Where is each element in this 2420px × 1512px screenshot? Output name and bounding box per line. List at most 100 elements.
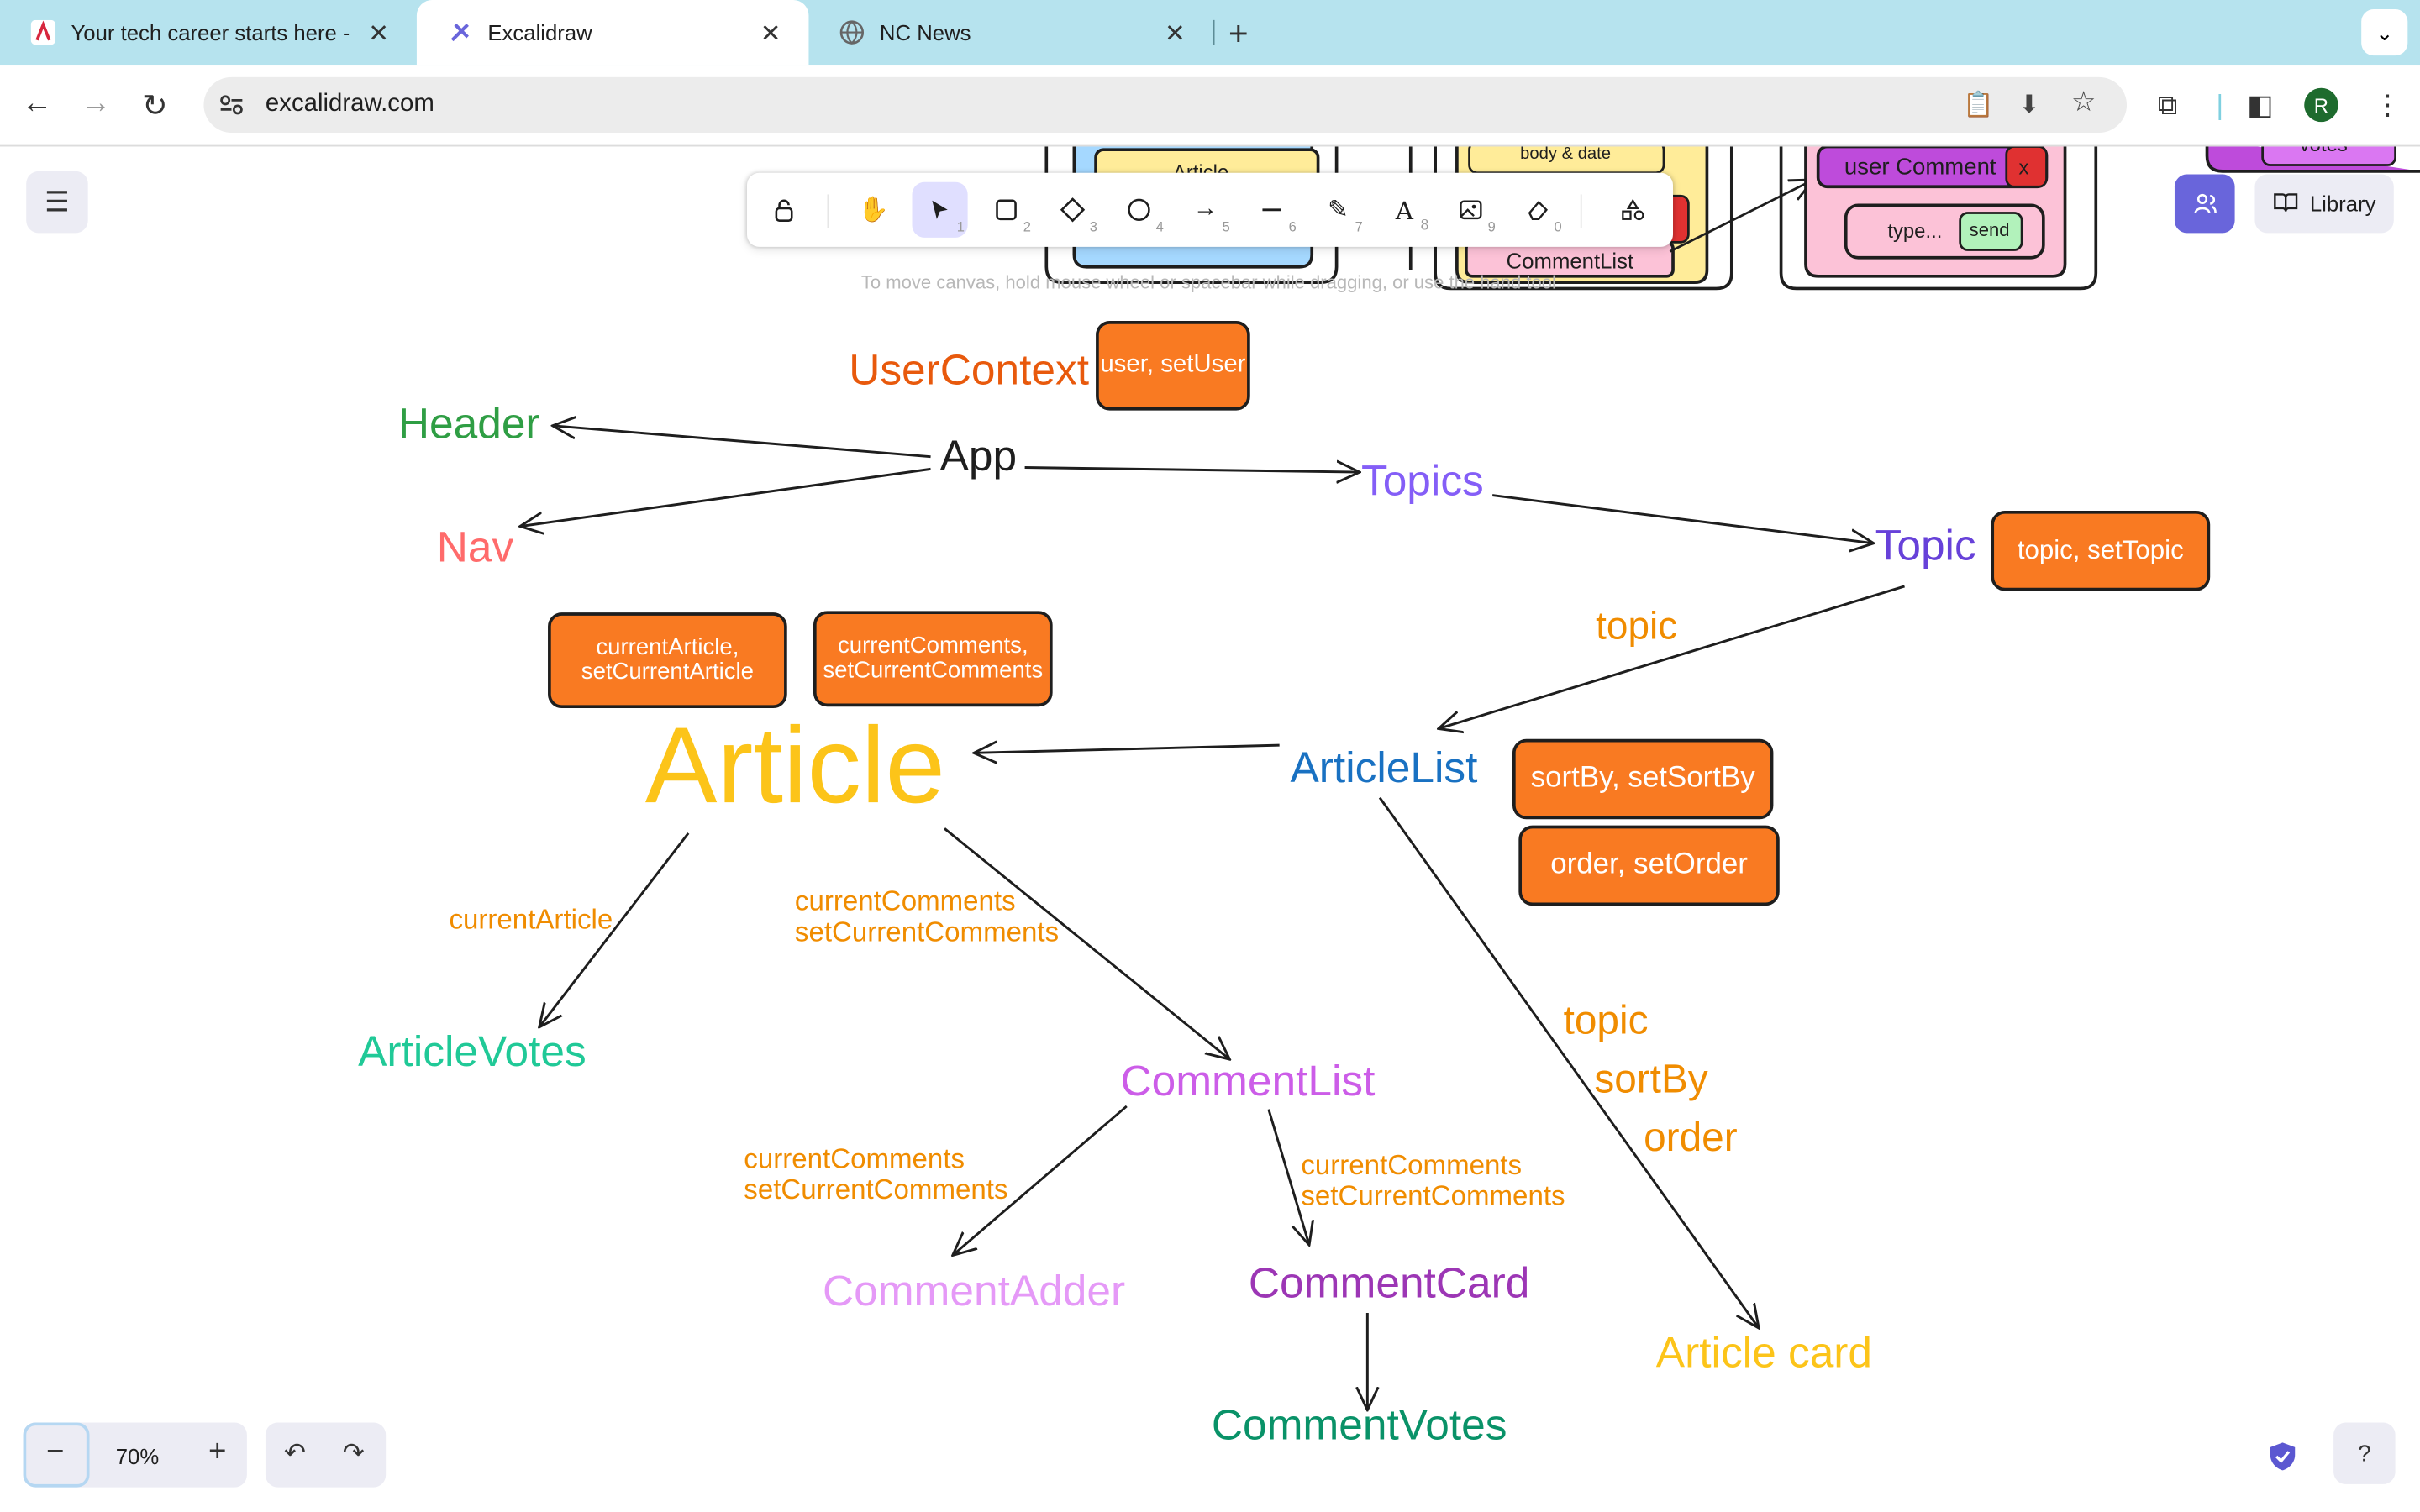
- canvas-hint: To move canvas, hold mouse wheel or spac…: [860, 271, 1556, 293]
- undo-icon[interactable]: ↶: [283, 1437, 307, 1467]
- node-topic[interactable]: Topic: [1875, 521, 1976, 570]
- node-nav[interactable]: Nav: [436, 522, 514, 571]
- bookmark-star-icon[interactable]: ☆: [2070, 86, 2096, 118]
- shortcut-key: 0: [1554, 218, 1562, 235]
- browser-toolbar: ← → ↻ excalidraw.com 📋 ⬇ ☆: [0, 65, 2420, 147]
- edge-label-line: setCurrentComments: [794, 916, 1060, 948]
- shortcut-key: 3: [1089, 218, 1097, 235]
- shortcut-key: 5: [1222, 218, 1230, 235]
- edge-label-list-topic[interactable]: topic: [1563, 996, 1649, 1043]
- arrow-icon[interactable]: →5: [1192, 196, 1230, 235]
- edge-label-current-comments[interactable]: currentComments setCurrentComments: [795, 885, 1059, 948]
- drawing-canvas[interactable]: Article body & date CommentList user Com…: [0, 146, 2420, 1512]
- node-articlelist[interactable]: ArticleList: [1290, 743, 1478, 792]
- node-article[interactable]: Article: [644, 705, 945, 826]
- edge-label-card-comments[interactable]: currentComments setCurrentComments: [1301, 1149, 1565, 1211]
- history-controls: ↶ ↷: [265, 1422, 387, 1488]
- tab-excalidraw[interactable]: Excalidraw ✕: [416, 0, 809, 66]
- zoom-out-focus-ring: [23, 1422, 90, 1488]
- node-header[interactable]: Header: [397, 399, 540, 448]
- help-icon[interactable]: ?: [2333, 1422, 2396, 1484]
- collaborate-icon[interactable]: [2174, 174, 2235, 234]
- edge-label-line: setCurrentComments: [1301, 1180, 1565, 1212]
- image-icon[interactable]: 9: [1443, 182, 1498, 238]
- wireframe-delete-label: x: [2018, 155, 2029, 180]
- clipboard-icon[interactable]: 📋: [1963, 92, 1994, 119]
- edge-label-line: currentComments: [744, 1143, 965, 1174]
- install-app-icon[interactable]: ⬇: [2018, 92, 2040, 119]
- node-commentadder[interactable]: CommentAdder: [822, 1266, 1126, 1315]
- state-box-current-article[interactable]: currentArticle, setCurrentArticle: [548, 612, 787, 709]
- back-icon[interactable]: ←: [21, 86, 53, 121]
- state-box-sortby[interactable]: sortBy, setSortBy: [1512, 738, 1774, 820]
- edge-label-adder-comments[interactable]: currentComments setCurrentComments: [744, 1143, 1007, 1205]
- pencil-icon[interactable]: ✎7: [1328, 197, 1363, 235]
- extensions-icon[interactable]: ⧉: [2157, 89, 2178, 121]
- wireframe-user-comment-label: user Comment: [1844, 154, 1996, 181]
- zoom-in-button[interactable]: +: [208, 1435, 227, 1469]
- edge-label-list-sortby[interactable]: sortBy: [1594, 1055, 1708, 1102]
- hand-icon[interactable]: ✋: [858, 197, 889, 224]
- address-bar[interactable]: excalidraw.com 📋 ⬇ ☆: [203, 76, 2128, 133]
- lock-icon[interactable]: [756, 182, 812, 238]
- node-articlevotes[interactable]: ArticleVotes: [358, 1027, 587, 1076]
- diamond-icon[interactable]: 3: [1044, 182, 1100, 238]
- eraser-icon[interactable]: 0: [1509, 182, 1565, 238]
- close-tab-icon[interactable]: ✕: [368, 21, 389, 48]
- line-icon[interactable]: 6: [1244, 182, 1299, 238]
- new-tab-icon[interactable]: +: [1228, 13, 1249, 53]
- node-topics[interactable]: Topics: [1360, 456, 1484, 505]
- edge-label-line: currentComments: [1301, 1149, 1523, 1181]
- zoom-out-button[interactable]: −: [46, 1435, 65, 1469]
- state-box-current-comments[interactable]: currentComments, setCurrentComments: [813, 611, 1053, 707]
- node-commentcard[interactable]: CommentCard: [1248, 1258, 1530, 1307]
- reload-icon[interactable]: ↻: [141, 89, 168, 123]
- forward-icon[interactable]: →: [80, 86, 112, 121]
- edge-label-current-article[interactable]: currentArticle: [449, 904, 613, 936]
- excalidraw-favicon-icon: [448, 20, 472, 45]
- profile-avatar[interactable]: R: [2304, 87, 2338, 123]
- tab-nc-news[interactable]: NC News ✕: [808, 0, 1213, 65]
- state-box-user[interactable]: user, setUser: [1096, 321, 1250, 411]
- zoom-level[interactable]: 70%: [115, 1444, 160, 1469]
- shield-icon[interactable]: [2269, 1441, 2296, 1480]
- more-shapes-icon[interactable]: [1605, 182, 1660, 238]
- redo-icon[interactable]: ↷: [342, 1437, 365, 1467]
- state-box-order[interactable]: order, setOrder: [1518, 825, 1780, 906]
- side-panel-icon[interactable]: ◧: [2247, 89, 2274, 121]
- browser-menu-icon[interactable]: ⋮: [2373, 89, 2402, 121]
- rectangle-icon[interactable]: 2: [978, 182, 1034, 238]
- edge-label-line: setCurrentComments: [744, 1174, 1008, 1205]
- node-articlecard[interactable]: Article card: [1655, 1328, 1873, 1377]
- main-menu-icon[interactable]: ☰: [26, 171, 88, 234]
- shortcut-key: 6: [1288, 218, 1297, 235]
- tab-title: Your tech career starts here -: [71, 19, 350, 45]
- close-tab-icon[interactable]: ✕: [760, 21, 781, 48]
- zoom-controls: − 70% +: [23, 1422, 247, 1488]
- ellipse-icon[interactable]: 4: [1111, 182, 1166, 238]
- edge-label-list-order[interactable]: order: [1644, 1114, 1738, 1161]
- library-button[interactable]: Library: [2254, 174, 2394, 234]
- state-box-line: currentArticle,: [596, 633, 739, 660]
- node-commentlist[interactable]: CommentList: [1120, 1057, 1376, 1105]
- wireframe-send-label: send: [1969, 218, 2010, 241]
- edge-label-topic[interactable]: topic: [1596, 604, 1678, 648]
- state-box-topic[interactable]: topic, setTopic: [1991, 510, 2211, 591]
- close-tab-icon[interactable]: ✕: [1164, 21, 1186, 48]
- shortcut-key: 7: [1355, 218, 1363, 235]
- shortcut-key: 4: [1155, 218, 1164, 235]
- northcoders-favicon-icon: [30, 19, 56, 45]
- node-app[interactable]: App: [939, 432, 1018, 480]
- site-settings-icon[interactable]: [216, 90, 247, 121]
- node-commentvotes[interactable]: CommentVotes: [1211, 1400, 1507, 1449]
- wireframe-type-label: type...: [1887, 218, 1943, 243]
- node-usercontext[interactable]: UserContext: [849, 345, 1090, 394]
- tab-search-chevron-icon[interactable]: ⌄: [2361, 9, 2408, 56]
- tab-divider: [1213, 19, 1215, 45]
- edge-label-line: currentComments: [794, 885, 1016, 917]
- browser-tab-strip: Your tech career starts here - ✕ Excalid…: [0, 0, 2420, 66]
- tab-tech-career[interactable]: Your tech career starts here - ✕: [0, 0, 417, 65]
- shortcut-key: 8: [1420, 218, 1429, 235]
- selection-icon[interactable]: 1: [912, 181, 968, 238]
